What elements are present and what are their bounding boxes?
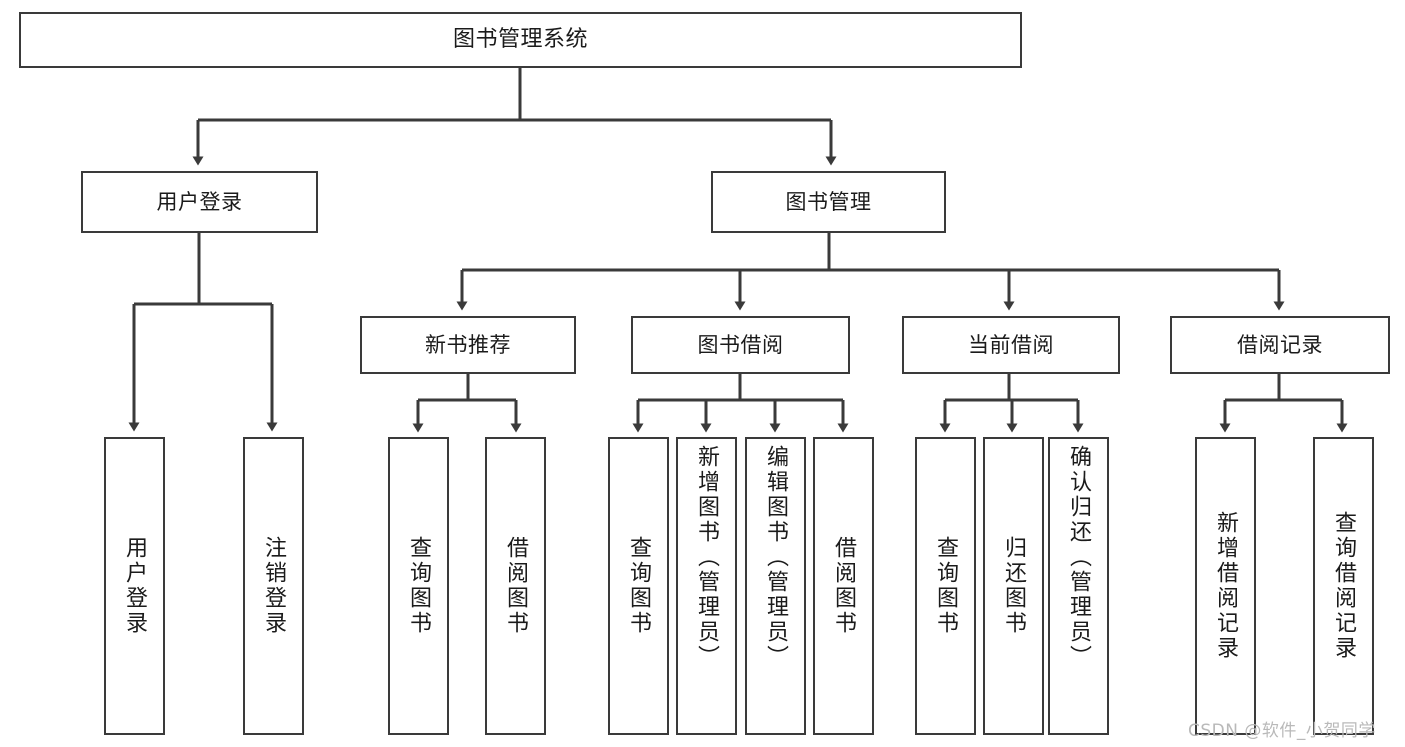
- node-current-borrow[interactable]: 当前借阅: [902, 316, 1120, 374]
- node-book-manage[interactable]: 图书管理: [711, 171, 946, 233]
- leaf-query-book-3[interactable]: 查询图书: [915, 437, 976, 735]
- leaf-add-book-label: 新增图书（管理员）: [694, 445, 720, 670]
- node-borrow-record[interactable]: 借阅记录: [1170, 316, 1390, 374]
- leaf-return-book-label: 归还图书: [1001, 536, 1027, 636]
- node-book-manage-label: 图书管理: [785, 189, 872, 214]
- leaf-borrow-book-2[interactable]: 借阅图书: [813, 437, 874, 735]
- leaf-edit-book-label: 编辑图书（管理员）: [763, 445, 789, 670]
- leaf-query-book-1[interactable]: 查询图书: [388, 437, 449, 735]
- node-new-book-recommend[interactable]: 新书推荐: [360, 316, 576, 374]
- node-user-login-label: 用户登录: [156, 189, 243, 214]
- leaf-query-book-2[interactable]: 查询图书: [608, 437, 669, 735]
- node-root-system[interactable]: 图书管理系统: [19, 12, 1022, 68]
- leaf-query-record-label: 查询借阅记录: [1331, 511, 1357, 661]
- leaf-logout[interactable]: 注销登录: [243, 437, 304, 735]
- leaf-confirm-return[interactable]: 确认归还（管理员）: [1048, 437, 1109, 735]
- node-book-borrow[interactable]: 图书借阅: [631, 316, 850, 374]
- leaf-user-login-label: 用户登录: [122, 536, 148, 636]
- node-borrow-record-label: 借阅记录: [1237, 332, 1323, 357]
- node-current-borrow-label: 当前借阅: [968, 332, 1054, 357]
- leaf-add-record-label: 新增借阅记录: [1213, 511, 1239, 661]
- leaf-query-book-3-label: 查询图书: [933, 536, 959, 636]
- leaf-confirm-return-label: 确认归还（管理员）: [1066, 445, 1092, 670]
- node-root-system-label: 图书管理系统: [452, 26, 588, 52]
- leaf-add-book[interactable]: 新增图书（管理员）: [676, 437, 737, 735]
- watermark-text: CSDN @软件_小贺同学: [1188, 721, 1376, 741]
- leaf-logout-label: 注销登录: [261, 536, 287, 636]
- leaf-query-book-1-label: 查询图书: [406, 536, 432, 636]
- node-user-login[interactable]: 用户登录: [81, 171, 318, 233]
- leaf-return-book[interactable]: 归还图书: [983, 437, 1044, 735]
- leaf-add-record[interactable]: 新增借阅记录: [1195, 437, 1256, 735]
- leaf-query-book-2-label: 查询图书: [626, 536, 652, 636]
- leaf-query-record[interactable]: 查询借阅记录: [1313, 437, 1374, 735]
- leaf-borrow-book-2-label: 借阅图书: [831, 536, 857, 636]
- node-new-book-recommend-label: 新书推荐: [425, 332, 511, 357]
- leaf-user-login[interactable]: 用户登录: [104, 437, 165, 735]
- leaf-edit-book[interactable]: 编辑图书（管理员）: [745, 437, 806, 735]
- leaf-borrow-book-1-label: 借阅图书: [503, 536, 529, 636]
- node-book-borrow-label: 图书借阅: [697, 332, 784, 357]
- leaf-borrow-book-1[interactable]: 借阅图书: [485, 437, 546, 735]
